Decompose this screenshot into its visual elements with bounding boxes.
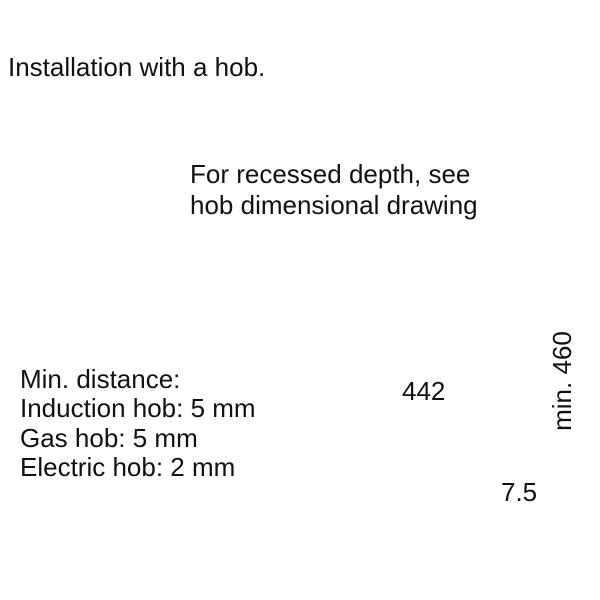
oven-front-upper: [456, 281, 471, 347]
dimension-442: 442: [402, 376, 446, 406]
recess-note-line-2: hob dimensional drawing: [190, 190, 478, 220]
min-distance-induction: Induction hob: 5 mm: [20, 393, 256, 423]
countertop-left: [83, 250, 149, 275]
min-distance-gas: Gas hob: 5 mm: [20, 423, 198, 453]
min-distance-electric: Electric hob: 2 mm: [20, 452, 236, 482]
min-distance-heading: Min. distance:: [20, 364, 181, 394]
oven-front-lower: [456, 290, 471, 513]
oven-bottom: [139, 485, 458, 516]
dimension-min-460: min. 460: [547, 331, 577, 431]
oven-outline: [119, 289, 457, 349]
leader-recess: [159, 189, 186, 245]
countertop-right: [434, 250, 501, 275]
oven-knob: [469, 357, 498, 374]
recess-note-line-1: For recessed depth, see: [190, 159, 471, 189]
diagram-title: Installation with a hob.: [8, 52, 266, 82]
hob: [138, 244, 445, 284]
leader-min-distance: [152, 324, 364, 358]
dimension-7-5: 7.5: [501, 477, 538, 507]
